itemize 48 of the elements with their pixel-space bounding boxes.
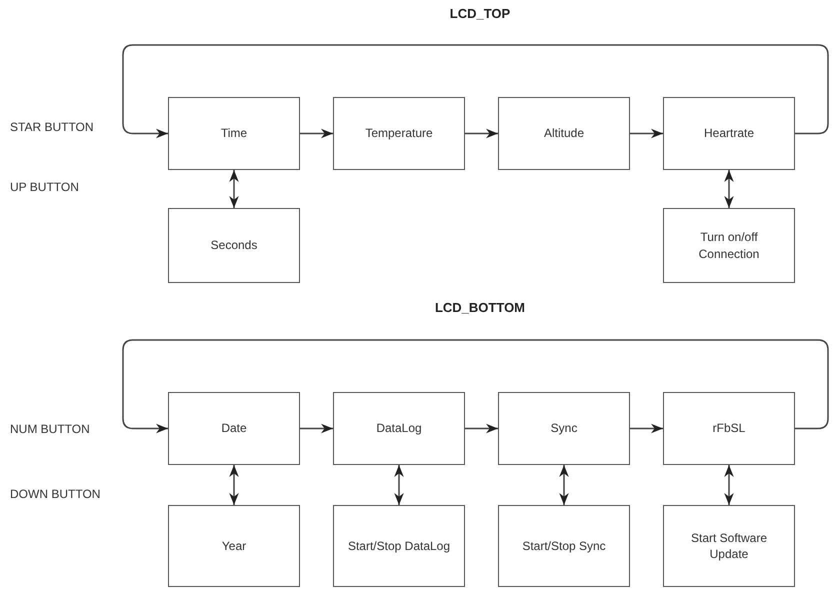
button-label: STAR BUTTON	[10, 119, 95, 136]
box-label: Turn on/off Connection	[698, 229, 760, 262]
arrow	[630, 128, 663, 138]
box-label: Sync	[550, 420, 578, 437]
arrow	[559, 465, 569, 505]
process-box	[168, 97, 300, 170]
process-box	[333, 97, 465, 170]
box-label: Date	[221, 420, 247, 437]
box-label: Altitude	[544, 125, 584, 142]
process-box	[498, 392, 630, 465]
arrow	[300, 128, 333, 138]
box-label: DataLog	[376, 420, 422, 437]
box-label: Seconds	[210, 237, 258, 254]
process-box	[663, 392, 795, 465]
process-box	[333, 505, 465, 587]
button-label: NUM BUTTON	[10, 421, 91, 438]
process-box	[498, 97, 630, 170]
arrow	[630, 424, 663, 434]
button-label: DOWN BUTTON	[10, 486, 102, 503]
process-box	[498, 505, 630, 587]
box-label: Temperature	[365, 125, 433, 142]
arrow	[465, 128, 498, 138]
section-heading: LCD_BOTTOM	[434, 299, 526, 317]
process-box	[168, 505, 300, 587]
box-label: Start Software Update	[690, 530, 768, 562]
process-box	[333, 392, 465, 465]
arrow	[300, 424, 333, 434]
arrow	[229, 465, 239, 505]
arrow	[122, 339, 829, 434]
box-label: Start/Stop Sync	[522, 538, 606, 554]
arrow	[394, 465, 404, 505]
arrow	[465, 424, 498, 434]
arrow	[122, 44, 829, 138]
section-heading: LCD_TOP	[448, 5, 512, 23]
box-label: rFbSL	[712, 420, 746, 437]
process-box	[168, 392, 300, 465]
box-label: Time	[220, 125, 248, 142]
box-label: Heartrate	[704, 125, 754, 142]
box-label: Year	[222, 538, 246, 554]
process-box	[663, 97, 795, 170]
arrow	[724, 465, 734, 505]
button-label: UP BUTTON	[10, 179, 80, 196]
arrow	[724, 170, 734, 208]
process-box	[663, 505, 795, 587]
arrow	[229, 170, 239, 208]
process-box	[168, 208, 300, 283]
process-box	[663, 208, 795, 283]
box-label: Start/Stop DataLog	[348, 538, 450, 554]
